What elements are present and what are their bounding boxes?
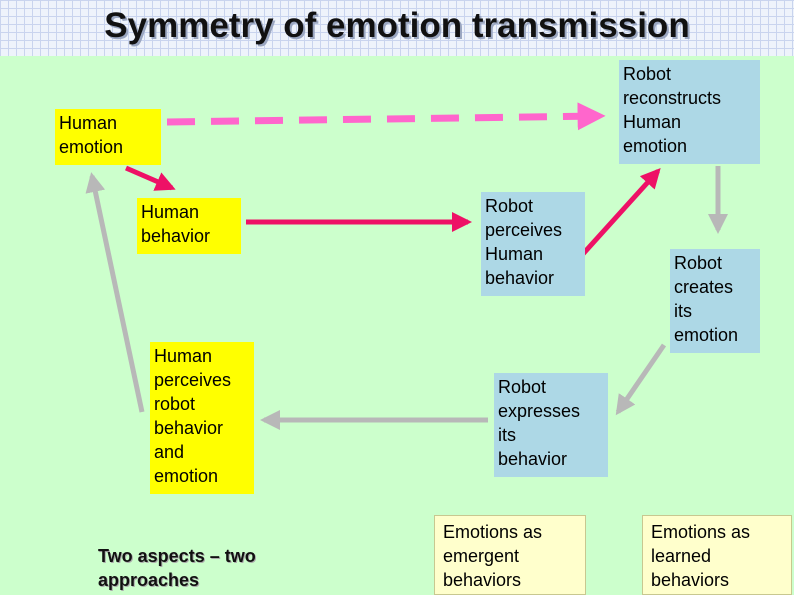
page-title: Symmetry of emotion transmission: [104, 6, 690, 45]
robot-reconstructs-label: Robot reconstructs Human emotion: [623, 64, 722, 156]
arrow-robot-creates-to-robot-expresses: [615, 343, 667, 416]
human-emotion-label: Human emotion: [59, 113, 124, 157]
human-emotion-box: Human emotion: [55, 109, 161, 165]
arrow-human-emotion-to-human-behavior: [125, 165, 176, 191]
title-bar: Symmetry of emotion transmission: [0, 0, 794, 56]
human-behavior-box: Human behavior: [137, 198, 241, 254]
two-aspects-caption: Two aspects – two approaches: [98, 546, 256, 590]
robot-expresses-box: Robot expresses its behavior: [494, 373, 608, 477]
robot-expresses-label: Robot expresses its behavior: [498, 377, 581, 469]
human-perceives-label: Human perceives robot behavior and emoti…: [154, 346, 232, 486]
robot-perceives-box: Robot perceives Human behavior: [481, 192, 585, 296]
robot-creates-box: Robot creates its emotion: [670, 249, 760, 353]
arrow-human-perceives-to-human-emotion: [85, 172, 145, 413]
human-behavior-label: Human behavior: [141, 202, 211, 246]
learned-behaviors-label: Emotions as learned behaviors: [651, 522, 751, 590]
human-perceives-box: Human perceives robot behavior and emoti…: [150, 342, 254, 494]
arrow-human-emotion-to-robot-reconstructs: [166, 102, 606, 131]
robot-reconstructs-box: Robot reconstructs Human emotion: [619, 60, 760, 164]
emergent-behaviors-label: Emotions as emergent behaviors: [443, 522, 543, 590]
learned-behaviors-note: Emotions as learned behaviors: [642, 515, 792, 595]
arrow-robot-perceives-to-robot-reconstructs: [571, 168, 661, 267]
robot-perceives-label: Robot perceives Human behavior: [485, 196, 563, 288]
emergent-behaviors-note: Emotions as emergent behaviors: [434, 515, 586, 595]
robot-creates-label: Robot creates its emotion: [674, 253, 739, 345]
